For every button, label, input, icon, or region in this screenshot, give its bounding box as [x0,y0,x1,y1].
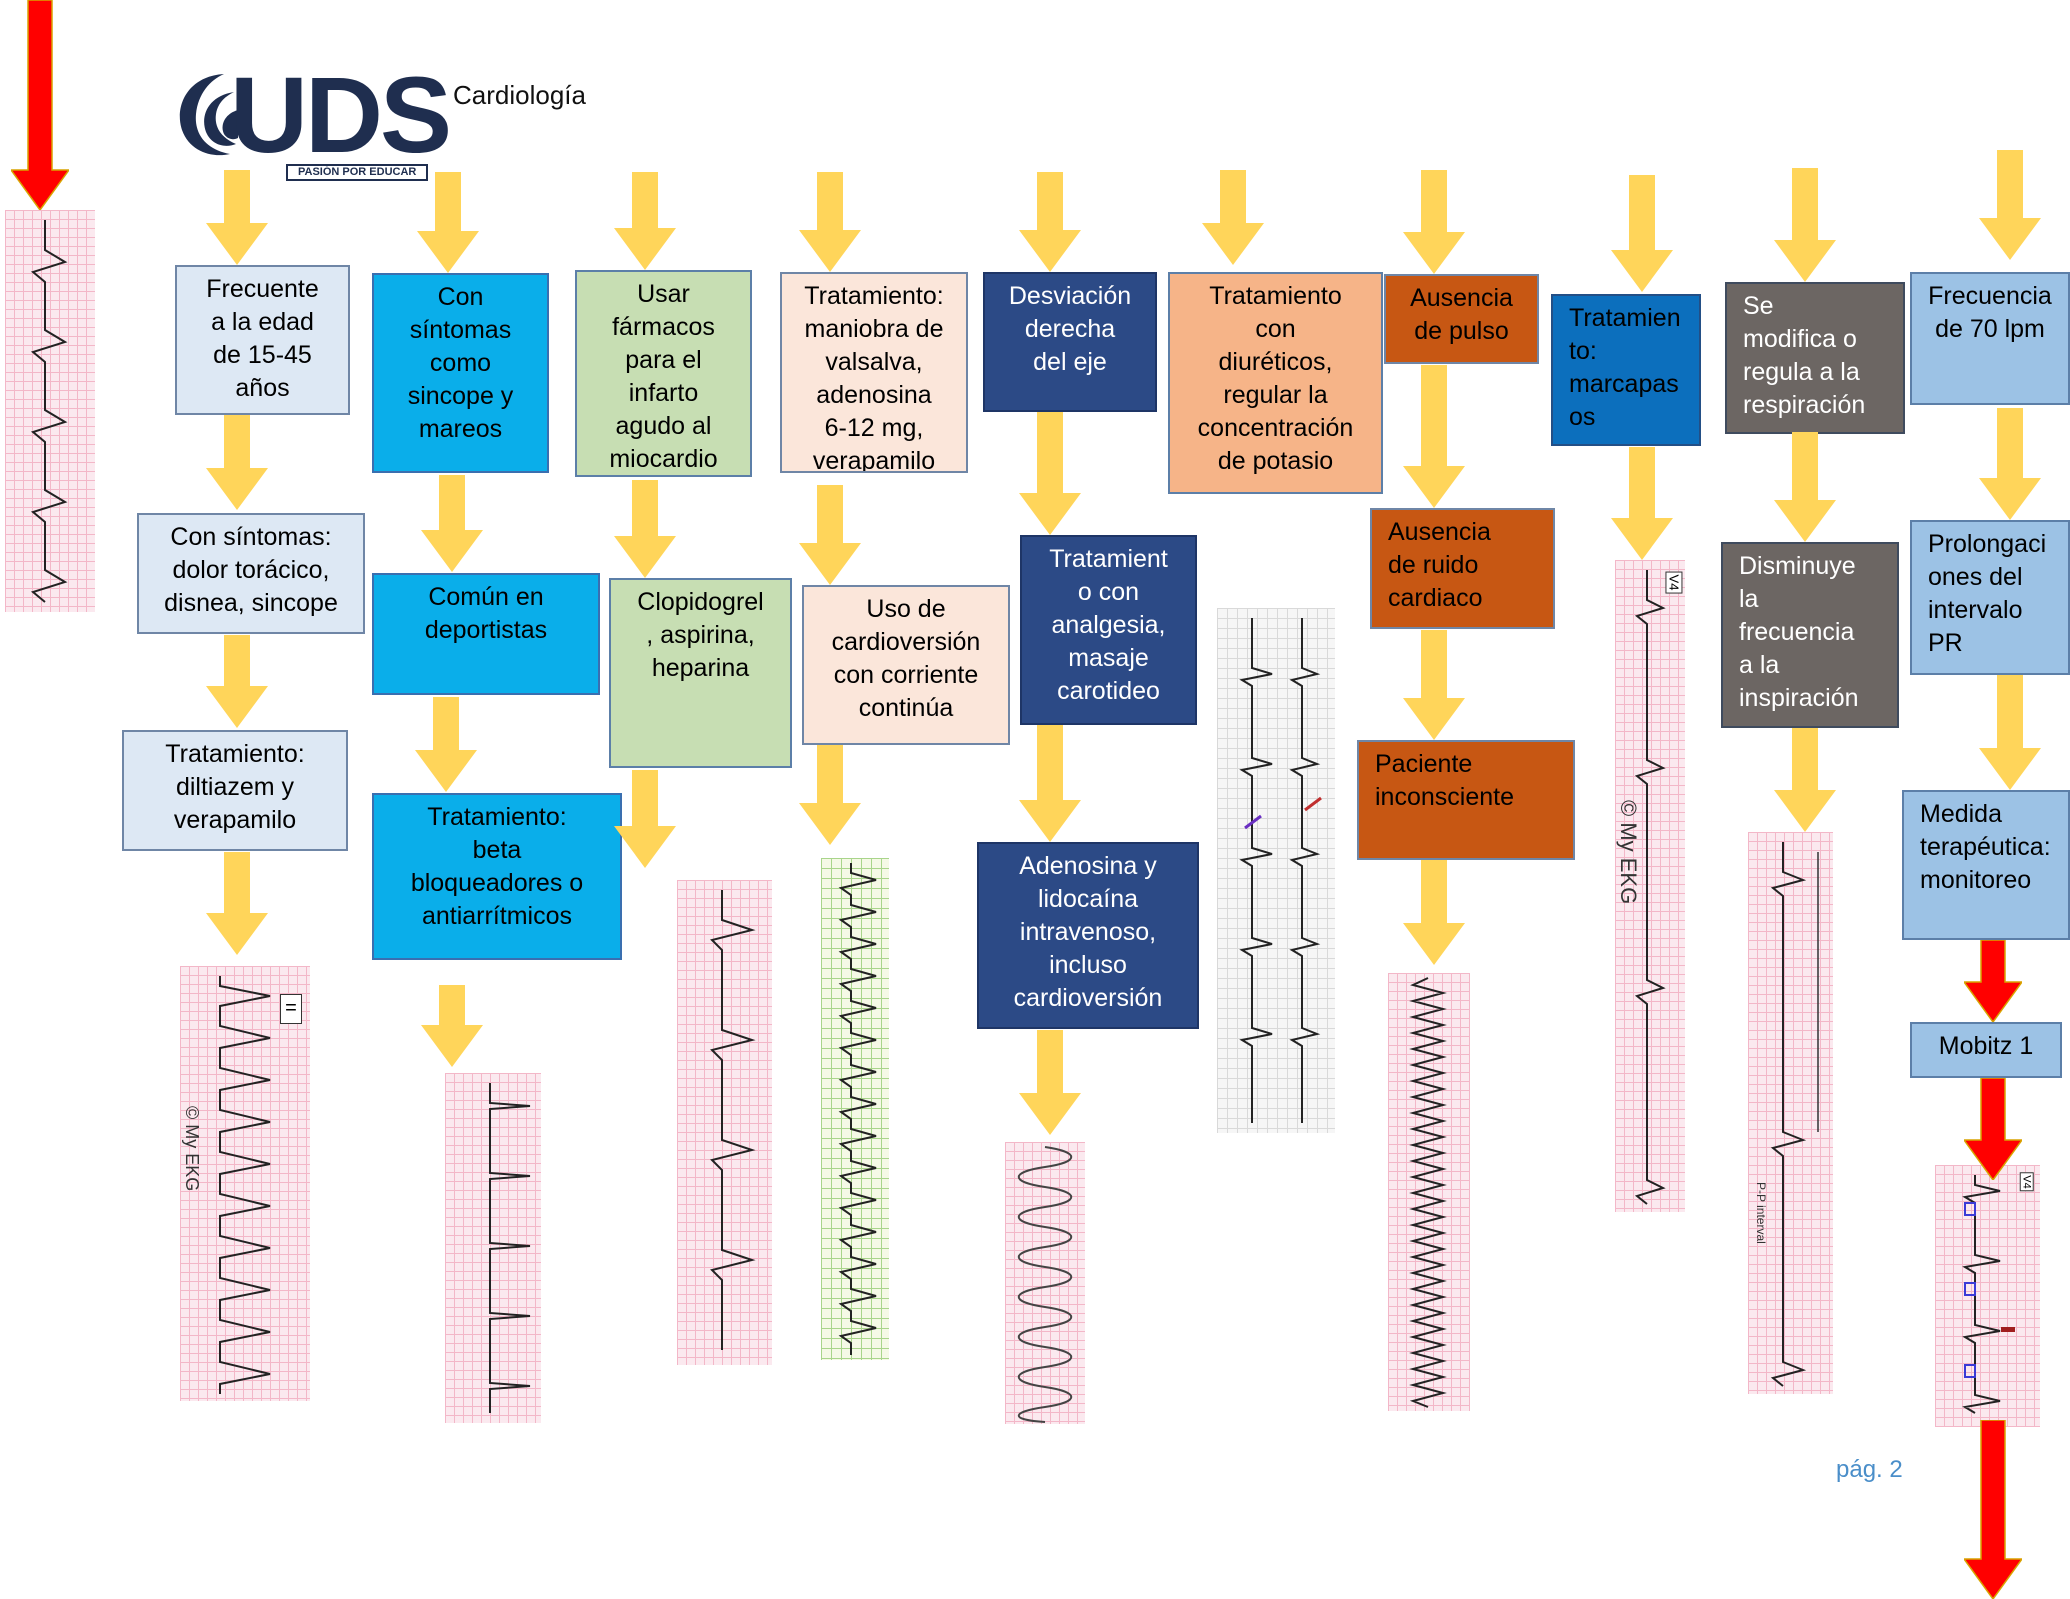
yellow-down-arrow-icon [1019,172,1081,272]
ekg-equals-label: = [280,994,302,1024]
flow-box: Frecuente a la edad de 15-45 años [175,265,350,415]
flow-box: Ausencia de pulso [1384,274,1539,364]
yellow-down-arrow-icon [415,697,477,792]
yellow-down-arrow-icon [1403,860,1465,965]
yellow-down-arrow-icon [421,475,483,572]
flow-box: Con síntomas: dolor torácico, disnea, si… [137,513,365,634]
flow-box: Paciente inconsciente [1357,740,1575,860]
page-number: pág. 2 [1836,1456,1903,1483]
yellow-down-arrow-icon [1611,175,1673,292]
yellow-down-arrow-icon [614,172,676,270]
ekg-strip [5,210,95,612]
flow-box: Común en deportistas [372,573,600,695]
yellow-down-arrow-icon [1202,170,1264,265]
flow-box: Se modifica o regula a la respiración [1725,282,1905,434]
yellow-down-arrow-icon [614,770,676,868]
flow-box: Tratamiento: diltiazem y verapamilo [122,730,348,851]
yellow-down-arrow-icon [799,745,861,845]
yellow-down-arrow-icon [1611,447,1673,560]
ekg-strip [821,858,889,1360]
yellow-down-arrow-icon [1979,408,2041,520]
uds-logo: UDS PASIÓN POR EDUCAR [168,60,452,181]
red-down-arrow-icon [1964,940,2022,1022]
yellow-down-arrow-icon [1774,728,1836,832]
yellow-down-arrow-icon [1979,150,2041,260]
flow-box: Ausencia de ruido cardiaco [1370,508,1555,629]
flow-box: Con síntomas como sincope y mareos [372,273,549,473]
yellow-down-arrow-icon [1403,170,1465,274]
yellow-down-arrow-icon [1019,412,1081,535]
flow-box: Mobitz 1 [1910,1022,2062,1078]
yellow-down-arrow-icon [421,985,483,1067]
yellow-down-arrow-icon [1403,630,1465,740]
ekg-strip [1005,1142,1085,1424]
yellow-down-arrow-icon [1403,365,1465,508]
flow-box: Frecuencia de 70 lpm [1910,272,2070,405]
logo-swoosh-icon [179,74,238,156]
yellow-down-arrow-icon [206,635,268,728]
yellow-down-arrow-icon [1979,675,2041,790]
flow-box: Tratamiento: beta bloqueadores o antiarr… [372,793,622,960]
flow-box: Desviación derecha del eje [983,272,1157,412]
yellow-down-arrow-icon [417,172,479,273]
flow-box: Tratamient o con analgesia, masaje carot… [1020,535,1197,725]
flow-box: Uso de cardioversión con corriente conti… [802,585,1010,745]
flow-box: Usar fármacos para el infarto agudo al m… [575,270,752,477]
logo-tagline: PASIÓN POR EDUCAR [286,164,429,181]
ekg-strip [677,880,772,1365]
logo-text: UDS [230,54,452,175]
flow-box: Prolongaci ones del intervalo PR [1910,520,2070,675]
flow-box: Tratamiento: maniobra de valsalva, adeno… [780,272,968,473]
ekg-strip [1388,973,1470,1411]
ekg-strip: P-P interval [1748,832,1833,1394]
yellow-down-arrow-icon [1774,432,1836,542]
yellow-down-arrow-icon [614,480,676,578]
yellow-down-arrow-icon [1019,725,1081,842]
red-down-arrow-icon [1964,1420,2022,1599]
yellow-down-arrow-icon [1774,168,1836,282]
yellow-down-arrow-icon [206,852,268,955]
yellow-down-arrow-icon [206,170,268,265]
yellow-down-arrow-icon [206,415,268,510]
flow-box: Clopidogrel , aspirina, heparina [609,578,792,768]
yellow-down-arrow-icon [799,485,861,585]
yellow-down-arrow-icon [799,172,861,272]
ekg-strip: = © My EKG [180,966,310,1401]
ekg-lead-label: V4 [1665,571,1683,594]
flow-box: Adenosina y lidocaína intravenoso, inclu… [977,842,1199,1029]
ekg-strip: V4 [1935,1165,2040,1427]
flow-box: Medida terapéutica: monitoreo [1902,790,2070,940]
subject-title: Cardiología [453,80,586,110]
flow-box: Tratamiento con diuréticos, regular la c… [1168,272,1383,494]
red-down-arrow-icon [1964,1078,2022,1180]
red-down-arrow-icon [11,0,69,210]
yellow-down-arrow-icon [1019,1030,1081,1135]
flow-box: Tratamien to: marcapas os [1551,294,1701,446]
ekg-pp-label: P-P interval [1754,1182,1768,1244]
ekg-watermark: © My EKG [182,1106,202,1192]
flow-box: Disminuye la frecuencia a la inspiración [1721,542,1899,728]
ekg-strip [1217,608,1335,1133]
ekg-strip [445,1073,541,1423]
ekg-strip: V4 © My EKG [1615,560,1685,1212]
ekg-watermark: © My EKG [1616,800,1641,905]
